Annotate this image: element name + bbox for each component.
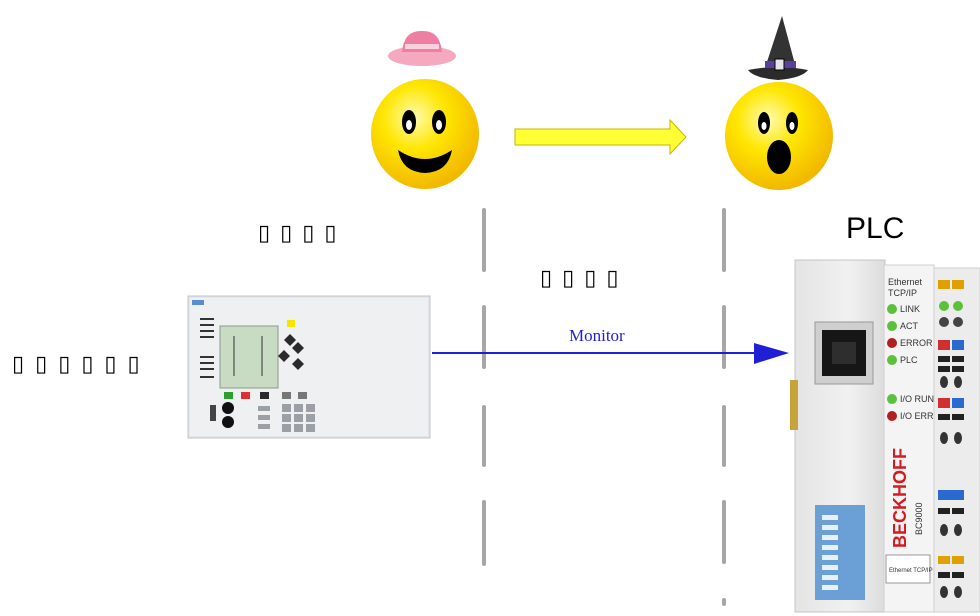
monitor-label: Monitor <box>569 326 625 345</box>
pink-cowboy-hat-icon <box>388 30 456 66</box>
svg-text:I/O ERR: I/O ERR <box>900 411 934 421</box>
label-top-left: ▯▯▯▯ <box>258 221 347 246</box>
label-device-left: ▯▯▯▯▯▯ <box>12 352 151 377</box>
label-middle: ▯▯▯▯ <box>540 266 629 291</box>
transition-arrow <box>514 118 687 156</box>
svg-text:I/O RUN: I/O RUN <box>900 394 934 404</box>
svg-text:Ethernet: Ethernet <box>888 277 923 287</box>
plc-brand: BECKHOFF <box>890 448 910 548</box>
svg-text:ACT: ACT <box>900 321 919 331</box>
svg-text:Ethernet TCP/IP: Ethernet TCP/IP <box>889 568 933 574</box>
svg-text:PLC: PLC <box>900 355 918 365</box>
witch-hat-icon <box>748 16 808 80</box>
hmi-panel-device <box>187 295 431 439</box>
plc-title: PLC <box>846 212 905 245</box>
svg-text:BC9000: BC9000 <box>914 502 924 535</box>
monitor-arrow <box>432 343 789 364</box>
surprised-smiley-icon <box>725 82 833 190</box>
happy-smiley-icon <box>371 79 479 189</box>
svg-text:TCP/IP: TCP/IP <box>888 288 917 298</box>
svg-text:LINK: LINK <box>900 304 920 314</box>
svg-text:ERROR: ERROR <box>900 338 933 348</box>
plc-module: Ethernet TCP/IP LINK ACT ERROR PLC I/O R… <box>790 259 980 613</box>
